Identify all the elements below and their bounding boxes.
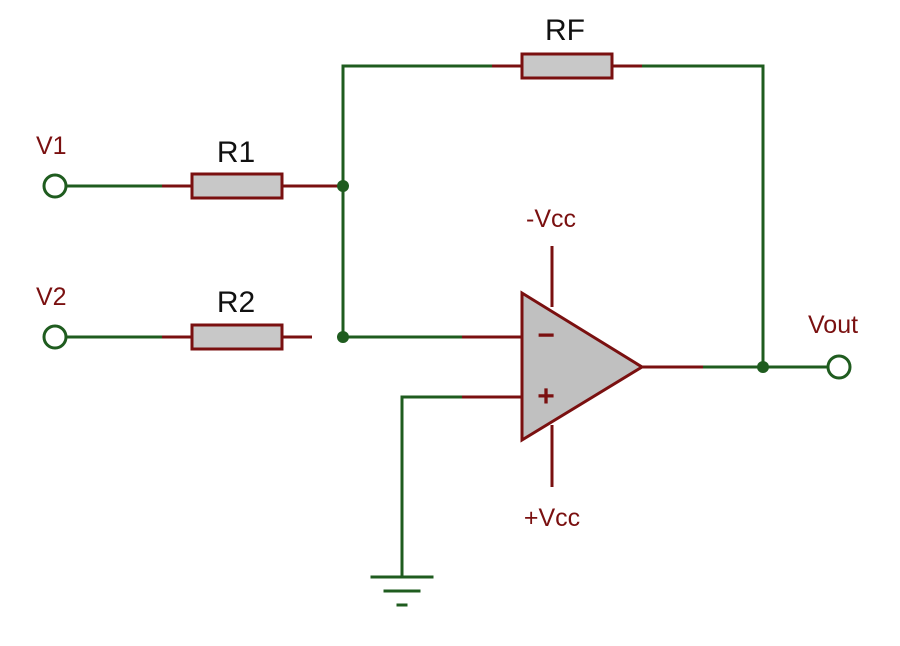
resistor-r2 [190, 323, 284, 351]
label-v2: V2 [36, 283, 67, 311]
label-negative-supply: -Vcc [526, 205, 576, 233]
component-leads [162, 64, 703, 487]
junction-r2 [337, 331, 349, 343]
label-r1: R1 [217, 136, 255, 169]
opamp-noninverting-sign: + [537, 380, 555, 413]
terminal-v1 [42, 173, 68, 199]
resistor-r1 [190, 172, 284, 200]
label-r2: R2 [217, 286, 255, 319]
label-v1: V1 [36, 132, 67, 160]
opamp-triangle [520, 290, 645, 443]
junction-r1 [337, 180, 349, 192]
label-vout: Vout [808, 311, 858, 339]
label-positive-supply: +Vcc [524, 504, 580, 532]
terminal-vout [826, 354, 852, 380]
resistor-rf [520, 52, 614, 80]
junction-output [757, 361, 769, 373]
wires [65, 64, 829, 577]
terminal-v2 [42, 324, 68, 350]
label-rf: RF [545, 14, 585, 47]
opamp-inverting-sign: − [537, 319, 555, 352]
ground-symbol [370, 575, 434, 607]
